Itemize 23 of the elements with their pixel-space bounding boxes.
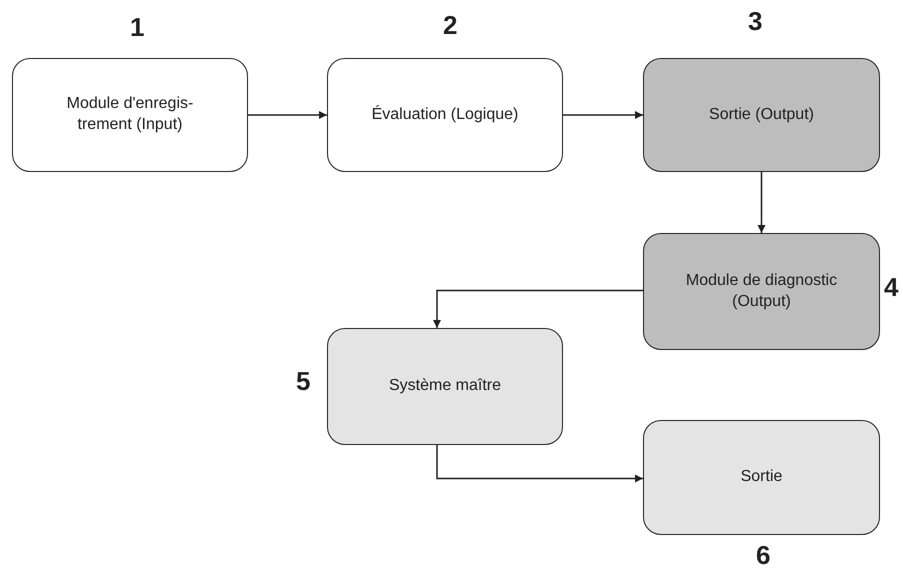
step-number: 6 [756, 540, 770, 571]
box-label: Module d'enregis-trement (Input) [66, 94, 194, 135]
box-label: Évaluation (Logique) [372, 104, 518, 125]
step-number: 2 [443, 10, 458, 41]
process-box [327, 328, 563, 445]
process-box [327, 58, 563, 172]
step-number: 5 [296, 366, 310, 397]
box-label: Système maître [388, 376, 502, 396]
step-number: 1 [130, 12, 144, 43]
process-box [12, 58, 248, 172]
arrow [436, 445, 643, 482]
arrow [758, 172, 766, 233]
arrow [563, 111, 643, 119]
process-box [643, 420, 880, 535]
process-box [643, 58, 880, 172]
arrow [248, 111, 327, 119]
step-number: 3 [748, 6, 762, 37]
arrow [433, 290, 643, 328]
process-box [643, 233, 880, 350]
box-label: Sortie [740, 467, 782, 488]
box-label: Module de diagnostic (Output) [684, 270, 838, 312]
box-label: Sortie (Output) [709, 104, 814, 125]
step-number: 4 [884, 272, 898, 303]
